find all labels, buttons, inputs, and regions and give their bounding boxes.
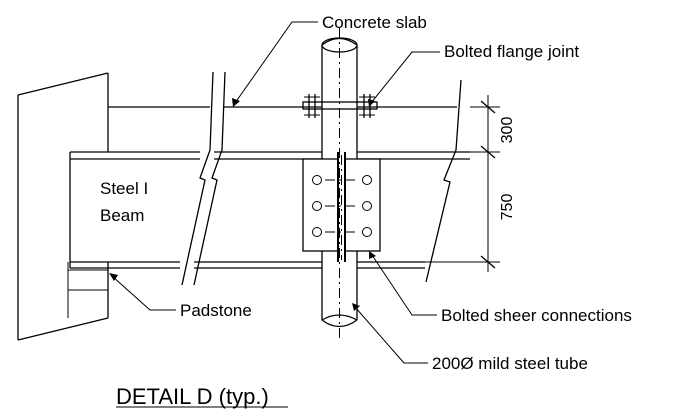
detail-title: DETAIL D (typ.) bbox=[116, 384, 269, 409]
break-lines bbox=[181, 71, 462, 286]
bolted-flange-joint-label: Bolted flange joint bbox=[444, 42, 579, 61]
concrete-slab-label: Concrete slab bbox=[322, 13, 427, 32]
dimension-lines bbox=[425, 95, 500, 272]
bolted-sheer-connections-label: Bolted sheer connections bbox=[441, 306, 632, 325]
bolted-sheer-connections bbox=[302, 152, 381, 262]
leader-lines bbox=[109, 21, 440, 364]
slab-depth-dimension: 300 bbox=[499, 117, 516, 144]
beam-depth-dimension: 750 bbox=[499, 194, 516, 221]
padstone-label: Padstone bbox=[180, 301, 252, 320]
mild-steel-tube-label: 200Ø mild steel tube bbox=[432, 354, 588, 373]
steel-beam-label-line2: Beam bbox=[100, 206, 144, 225]
wall bbox=[17, 72, 109, 341]
steel-beam-label-line1: Steel I bbox=[100, 179, 148, 198]
